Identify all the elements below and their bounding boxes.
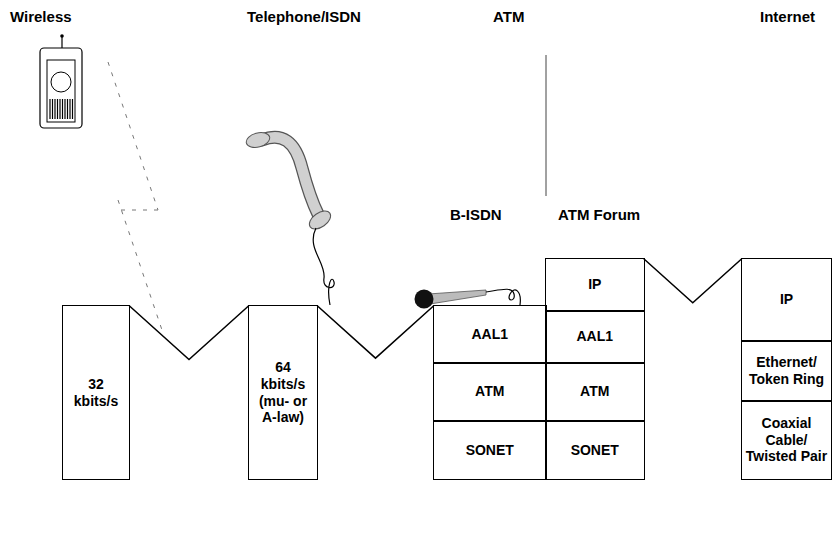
protocol-box: 32 kbits/s — [62, 305, 130, 480]
box-label: 64 kbits/s (mu- or A-law) — [252, 359, 314, 426]
column-heading: ATM Forum — [558, 206, 640, 223]
protocol-box: 64 kbits/s (mu- or A-law) — [248, 305, 318, 480]
box-label: Coaxial Cable/ Twisted Pair — [745, 415, 828, 465]
protocol-box: AAL1 — [433, 305, 547, 364]
protocol-box: ATM — [433, 362, 547, 422]
interworking-link — [129, 306, 249, 360]
column-heading: B-ISDN — [450, 206, 502, 223]
column-heading: ATM — [493, 8, 524, 25]
box-label: IP — [588, 276, 601, 293]
radio-link — [108, 62, 162, 330]
box-label: SONET — [466, 442, 514, 459]
box-label: IP — [780, 291, 793, 308]
protocol-box: IP — [545, 258, 645, 312]
protocol-box: Coaxial Cable/ Twisted Pair — [741, 400, 832, 480]
column-heading: Internet — [760, 8, 815, 25]
box-label: AAL1 — [471, 326, 508, 343]
protocol-box: IP — [741, 258, 832, 342]
box-label: ATM — [580, 383, 609, 400]
interworking-link — [644, 259, 742, 303]
column-heading: Telephone/ISDN — [247, 8, 361, 25]
column-heading: Wireless — [10, 8, 72, 25]
interworking-link — [317, 306, 434, 358]
box-label: AAL1 — [576, 328, 613, 345]
protocol-box: Ethernet/ Token Ring — [741, 340, 832, 402]
box-label: ATM — [475, 383, 504, 400]
protocol-box: SONET — [545, 420, 645, 480]
protocol-box: ATM — [545, 362, 645, 422]
wireless-phone — [40, 34, 82, 128]
protocol-box: SONET — [433, 420, 547, 480]
divider-line — [546, 55, 547, 196]
box-label: 32 kbits/s — [66, 376, 126, 410]
telephone-handset — [245, 130, 335, 305]
box-label: SONET — [571, 442, 619, 459]
protocol-box: AAL1 — [545, 310, 645, 364]
box-label: Ethernet/ Token Ring — [745, 354, 828, 388]
